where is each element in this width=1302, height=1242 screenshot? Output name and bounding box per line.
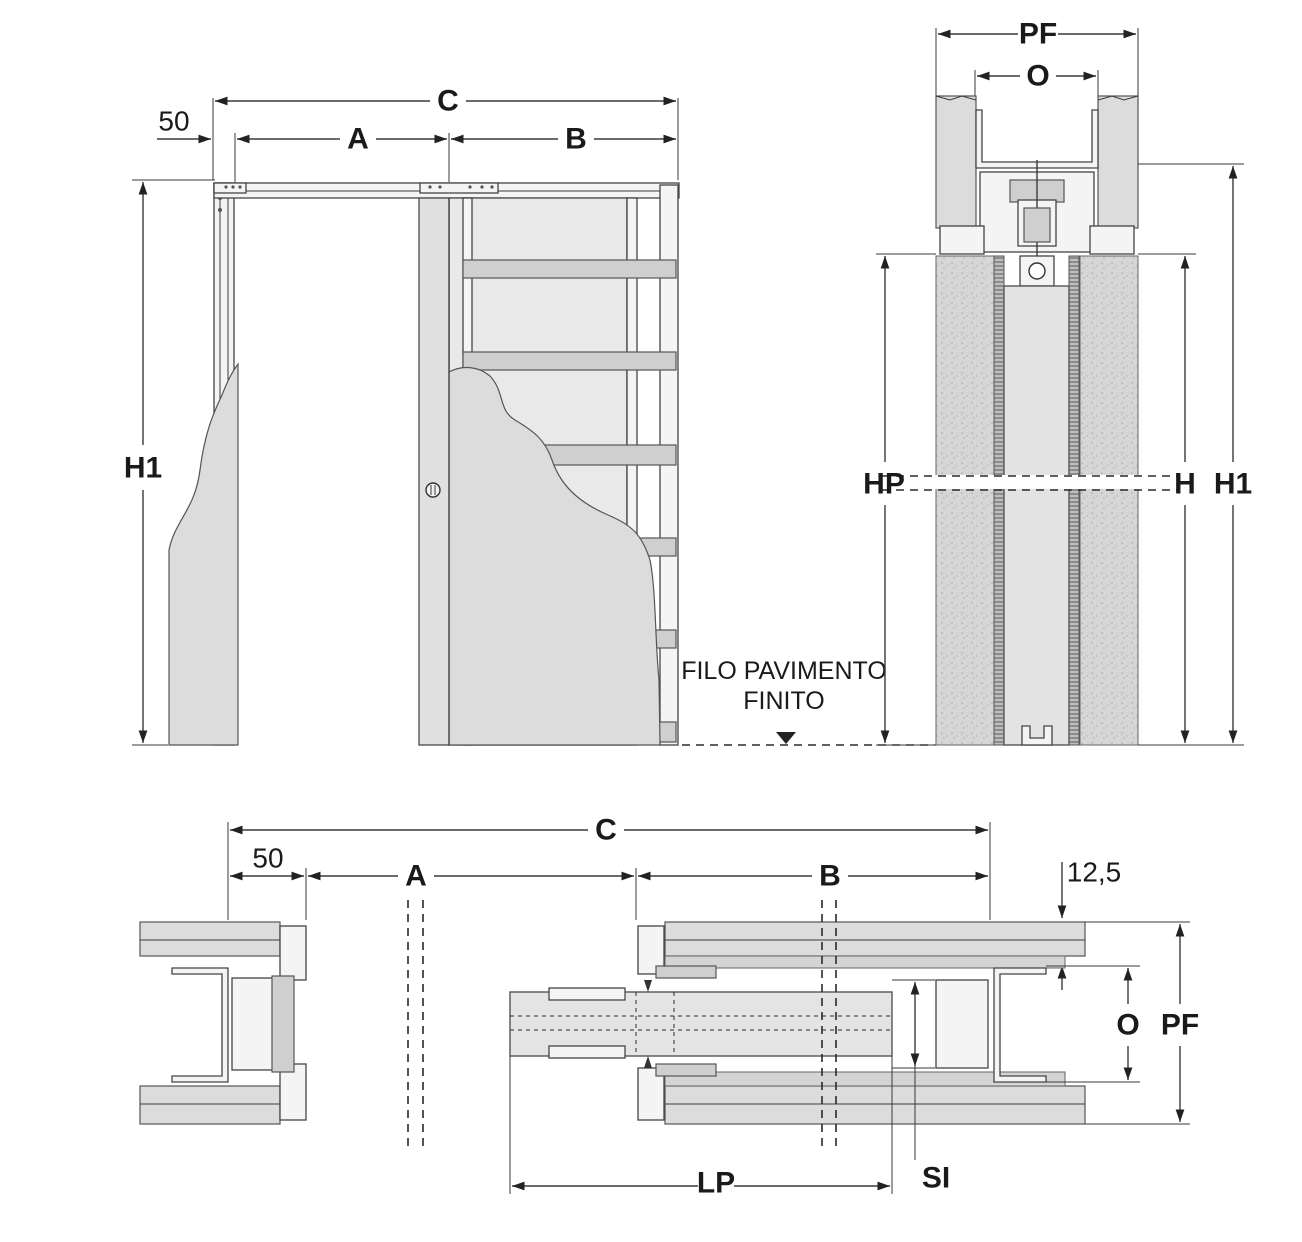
section-label-h: H xyxy=(1174,468,1196,501)
section-dim-h: H xyxy=(1138,253,1196,746)
front-label-50: 50 xyxy=(158,106,189,137)
plan-dim-c: C xyxy=(227,814,991,920)
front-dim-h1: H1 xyxy=(124,179,215,746)
section-dim-o: O xyxy=(974,60,1099,110)
section-label-h1: H1 xyxy=(1214,468,1252,501)
front-dim-a: A xyxy=(234,123,450,182)
section-dim-hp: HP xyxy=(863,253,936,746)
front-label-h1: H1 xyxy=(124,452,162,485)
plan-dim-si: SI xyxy=(892,979,950,1195)
front-label-a: A xyxy=(347,123,369,156)
section-label-hp: HP xyxy=(863,468,905,501)
front-dim-50: 50 xyxy=(157,106,211,144)
plan-door-leaf xyxy=(509,980,893,1068)
floor-note-line1: FILO PAVIMENTO xyxy=(681,657,887,685)
plan-dim-lp: LP xyxy=(509,1056,893,1200)
door-handle-icon xyxy=(425,482,441,498)
plan-label-c: C xyxy=(595,814,617,847)
front-label-c: C xyxy=(437,85,459,118)
section-view: PF O xyxy=(863,18,1252,746)
plan-dim-b: B xyxy=(638,860,988,893)
pocket-wall-plaster xyxy=(448,366,661,746)
plan-label-50: 50 xyxy=(252,843,283,874)
section-upper-wall xyxy=(935,95,1139,229)
plan-label-b: B xyxy=(819,860,841,893)
plan-label-a: A xyxy=(405,860,427,893)
front-dim-b: B xyxy=(451,123,676,156)
plan-view: C 50 A B 12,5 xyxy=(139,814,1199,1200)
left-wall-plaster xyxy=(168,362,239,746)
door-leaf xyxy=(418,197,450,746)
section-dim-pf: PF xyxy=(935,18,1139,98)
plan-dim-12-5: 12,5 xyxy=(1057,857,1122,990)
plan-pocket-profiles xyxy=(637,925,717,1121)
plan-left-jamb xyxy=(171,925,307,1121)
section-wall-panels xyxy=(930,255,1144,746)
plan-dim-a: A xyxy=(308,860,637,920)
front-view: C A B 50 H1 xyxy=(124,85,935,746)
plan-dim-50: 50 xyxy=(230,843,307,920)
section-label-pf: PF xyxy=(1019,18,1057,51)
plan-label-si: SI xyxy=(922,1162,950,1195)
front-dim-c: C xyxy=(212,85,679,180)
floor-guide xyxy=(1021,725,1053,746)
section-header-block xyxy=(939,160,1135,287)
plan-label-pf: PF xyxy=(1161,1009,1199,1042)
top-header xyxy=(213,182,680,199)
plan-dim-pf: PF xyxy=(1085,921,1199,1125)
floor-marker-icon xyxy=(776,732,796,744)
plan-dim-o: O xyxy=(1046,965,1140,1083)
plan-label-12-5: 12,5 xyxy=(1067,857,1122,888)
plan-right-jamb xyxy=(935,967,1047,1083)
plan-label-lp: LP xyxy=(697,1167,735,1200)
section-label-o: O xyxy=(1026,60,1049,93)
plan-walls xyxy=(139,921,1086,1125)
section-dim-h1: H1 xyxy=(1138,163,1252,746)
plan-label-o: O xyxy=(1116,1009,1139,1042)
floor-note-line2: FINITO xyxy=(743,687,824,715)
front-label-b: B xyxy=(565,123,587,156)
